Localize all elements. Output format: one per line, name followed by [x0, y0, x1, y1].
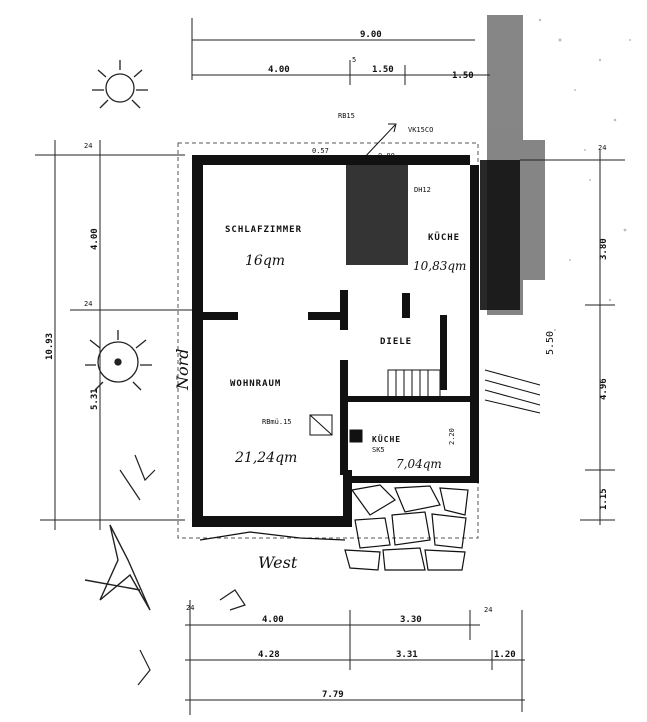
room-label-kueche: KÜCHE	[428, 232, 460, 243]
dim-top-seg1: 4.00	[268, 65, 290, 75]
wall-interior-5	[402, 293, 410, 318]
wall-top	[192, 155, 470, 165]
left-dimensions: 4.00 10.93 5.31 24 24	[35, 140, 200, 530]
room-area-schlafzimmer: 16qm	[245, 253, 285, 269]
dim-right-lower: 4.96	[599, 378, 609, 400]
room-area-kueche: 10,83qm	[413, 259, 466, 273]
room-label-schlafzimmer: SCHLAFZIMMER	[225, 225, 302, 235]
room-area-wohnraum: 21,24qm	[234, 450, 297, 466]
wall-interior-6	[440, 315, 447, 390]
wall-kitchen-bottom	[343, 476, 471, 483]
wall-bottom	[192, 516, 352, 527]
label-dh12: DH12	[414, 186, 431, 194]
dim-left-overall: 10.93	[45, 333, 55, 360]
dim-bottom2-seg3: 1.20	[494, 650, 516, 660]
tree-sketch-1	[92, 60, 148, 109]
tick-right-24: 24	[598, 144, 606, 152]
top-dimensions: 9.00 4.00 1.50 1.50 5	[191, 18, 490, 85]
annotation-west: West	[258, 553, 298, 572]
exterior-steps	[484, 369, 541, 414]
label-rbmu: RBmü.15	[262, 418, 292, 426]
room-area-kuechel: 7,04qm	[396, 457, 442, 471]
dim-top-seg2: 1.50	[372, 65, 394, 75]
wall-right-extension	[480, 160, 520, 310]
annotation-nord: Nord	[173, 348, 192, 391]
tick-left-24b: 24	[84, 300, 92, 308]
wall-interior-2	[308, 312, 340, 320]
dim-left-lower: 5.31	[90, 388, 100, 410]
label-080: 0.80	[378, 152, 395, 160]
label-sk5: SK5	[372, 446, 385, 454]
wall-interior-1	[203, 312, 238, 320]
tick-left-24a: 24	[84, 142, 92, 150]
right-speckle	[538, 18, 631, 331]
tick-bottom-24b: 24	[484, 606, 492, 614]
room-label-kuechel: KÜCHE	[372, 434, 401, 444]
wall-right	[470, 165, 479, 483]
dim-bottom2-seg1: 4.28	[258, 650, 280, 660]
right-dimensions: 3.80 4.96 1.15 24	[520, 144, 625, 525]
dim-left-upper: 4.00	[90, 228, 100, 250]
dim-bottom-overall: 7.79	[322, 690, 344, 700]
dim-bottom1-seg1: 4.00	[262, 615, 284, 625]
wall-interior-4	[340, 360, 348, 475]
label-220: 2.20	[448, 428, 456, 445]
dim-bottom2-seg2: 3.31	[396, 650, 418, 660]
bottom-dimensions: 4.00 3.30 4.28 3.31 1.20 7.79 24 24	[185, 600, 525, 715]
dim-top-small: 5	[352, 56, 356, 64]
chimney	[346, 165, 408, 265]
dim-bottom1-seg2: 3.30	[400, 615, 422, 625]
tree-sketch-3	[84, 524, 151, 611]
stairs	[387, 369, 441, 399]
plant-sketch	[137, 589, 246, 686]
walls	[177, 142, 520, 539]
tree-sketch-4	[119, 454, 156, 501]
label-rb15: RB15	[338, 112, 355, 120]
label-057: 0.57	[312, 147, 329, 155]
wall-left	[192, 155, 203, 527]
dim-top-seg3: 1.50	[452, 71, 474, 81]
dim-right-upper: 3.80	[599, 238, 609, 260]
pipe-arrow	[361, 123, 397, 161]
tick-bottom-24a: 24	[186, 604, 194, 612]
wall-kitchenette-top	[346, 396, 471, 402]
label-550: 5.50	[545, 331, 556, 355]
dim-right-bottom: 1.15	[599, 488, 609, 510]
tree-sketch-2	[85, 330, 152, 391]
wall-interior-3	[340, 290, 348, 330]
room-label-diele: DIELE	[380, 337, 412, 347]
dim-top-overall: 9.00	[360, 30, 382, 40]
stove-detail	[309, 414, 363, 443]
label-vkeco: VK15CO	[408, 126, 433, 134]
wall-bottom-step	[343, 470, 352, 527]
stone-paving	[199, 484, 469, 571]
room-label-wohnraum: WOHNRAUM	[230, 379, 281, 389]
